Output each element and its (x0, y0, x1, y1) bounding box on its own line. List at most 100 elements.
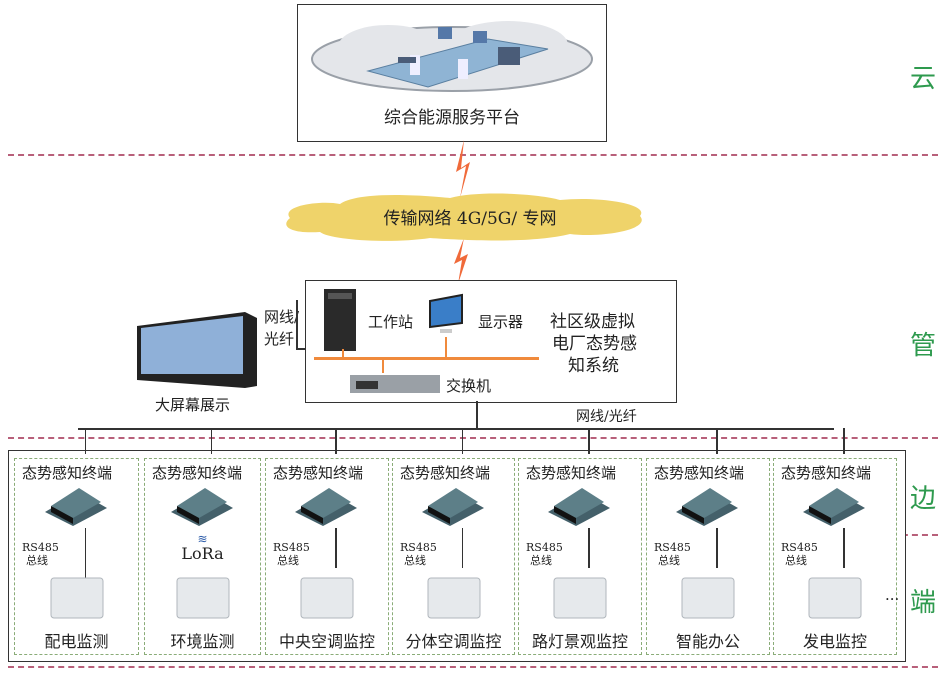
switch-label: 交换机 (446, 377, 492, 395)
big-screen-label: 大屏幕展示 (155, 396, 231, 414)
transport-network-label: 传输网络 4G/5G/ 专网 (383, 209, 557, 229)
bus-text: 总线 (785, 554, 807, 567)
terminal-device-icon (170, 488, 233, 526)
terminal-device-icon (803, 488, 865, 526)
device-image (50, 577, 103, 619)
bus-line (335, 528, 337, 568)
terminal-device-icon (295, 488, 357, 526)
link-line (296, 348, 305, 350)
bus-line (84, 528, 86, 586)
bus-line (716, 528, 718, 568)
cloud-platform-box: 综合能源服务平台 (297, 4, 607, 142)
rs485-text: RS485 (781, 541, 818, 554)
rs485-text: RS485 (526, 541, 563, 554)
bus-text: 总线 (26, 554, 48, 567)
transport-network-cloud (286, 193, 642, 241)
bus-text: 总线 (277, 554, 299, 567)
terminal-drop-line (716, 428, 718, 454)
bus-text: 总线 (658, 554, 680, 567)
rs485-text: RS485 (22, 541, 59, 554)
wireless-link-icon (456, 140, 470, 198)
edge-cell (144, 458, 261, 655)
link-label-left: 网线/ 光纤 (264, 306, 299, 350)
system-title-line-2: 电厂态势感 (552, 334, 637, 354)
lan-drop (445, 337, 447, 357)
edge-cell (392, 458, 515, 655)
terminal-drop-line (843, 428, 845, 454)
distribution-bus (78, 428, 834, 430)
switch-icon (350, 375, 440, 393)
lan-drop (382, 359, 384, 373)
device-image (553, 577, 607, 619)
cell-title: 环境监测 (170, 632, 235, 651)
cell-title: 智能办公 (675, 632, 740, 651)
divider-cloud-pipe (8, 154, 938, 156)
edge-cell (265, 458, 389, 655)
device-image (681, 577, 735, 619)
divider-bottom (8, 666, 938, 668)
divider-pipe-edge (8, 437, 938, 439)
awareness-system-box: 工作站 显示器 社区级虚拟 电厂态势感 知系统 交换机 (305, 280, 677, 403)
terminal-label: 态势感知终端 (273, 464, 364, 482)
link-line (296, 300, 298, 348)
terminal-label: 态势感知终端 (654, 464, 745, 482)
cell-title: 路灯景观监控 (531, 632, 628, 651)
cell-title: 分体空调监控 (405, 632, 502, 651)
rs485-text: RS485 (400, 541, 437, 554)
monitor-label: 显示器 (478, 313, 524, 331)
workstation-icon (324, 289, 356, 351)
edge-end-container (8, 450, 906, 662)
edge-cell (518, 458, 642, 655)
cell-title: 配电监测 (44, 632, 109, 651)
terminal-label: 态势感知终端 (22, 464, 113, 482)
terminal-label: 态势感知终端 (152, 464, 243, 482)
bus-line (461, 528, 463, 568)
lora-label: LoRa (181, 544, 224, 563)
terminal-drop-line (84, 428, 86, 454)
lan-bus (314, 357, 539, 360)
terminal-drop-line (210, 428, 212, 454)
system-down-line (476, 401, 478, 428)
device-image (427, 577, 480, 619)
bus-line (843, 528, 845, 568)
workstation-label: 工作站 (368, 313, 414, 331)
edge-cell (646, 458, 770, 655)
cloud-platform-title: 综合能源服务平台 (384, 108, 520, 128)
terminal-device-icon (421, 488, 484, 526)
link-label-bottom: 网线/光纤 (576, 409, 637, 425)
device-image (176, 577, 229, 619)
terminal-device-icon (676, 488, 738, 526)
more-ellipsis: ··· (885, 590, 900, 608)
layer-label-edge: 边 (910, 484, 937, 514)
system-title-line-3: 知系统 (568, 356, 619, 376)
edge-cell (14, 458, 139, 655)
cell-title: 中央空调监控 (278, 632, 375, 651)
edge-cell (773, 458, 897, 655)
monitor-icon (429, 293, 463, 333)
terminal-drop-line (588, 428, 590, 454)
rs485-text: RS485 (273, 541, 310, 554)
terminal-label: 态势感知终端 (781, 464, 872, 482)
link-label-left-1: 网线/ (264, 308, 300, 326)
terminal-drop-line (461, 428, 463, 454)
terminal-label: 态势感知终端 (526, 464, 617, 482)
layer-label-pipe: 管 (910, 331, 937, 361)
bus-text: 总线 (530, 554, 552, 567)
layer-label-cloud: 云 (910, 64, 937, 94)
system-title: 社区级虚拟 电厂态势感 知系统 (550, 311, 637, 377)
layer-label-end: 端 (910, 588, 937, 618)
device-image (300, 577, 354, 619)
lan-drop (342, 349, 344, 357)
bus-text: 总线 (404, 554, 426, 567)
link-label-left-2: 光纤 (264, 330, 295, 348)
terminal-drop-line (335, 428, 337, 454)
system-title-line-1: 社区级虚拟 (550, 312, 635, 332)
device-image (808, 577, 862, 619)
wireless-link-icon-2 (454, 238, 468, 284)
cloud-servers-icon (311, 21, 593, 92)
